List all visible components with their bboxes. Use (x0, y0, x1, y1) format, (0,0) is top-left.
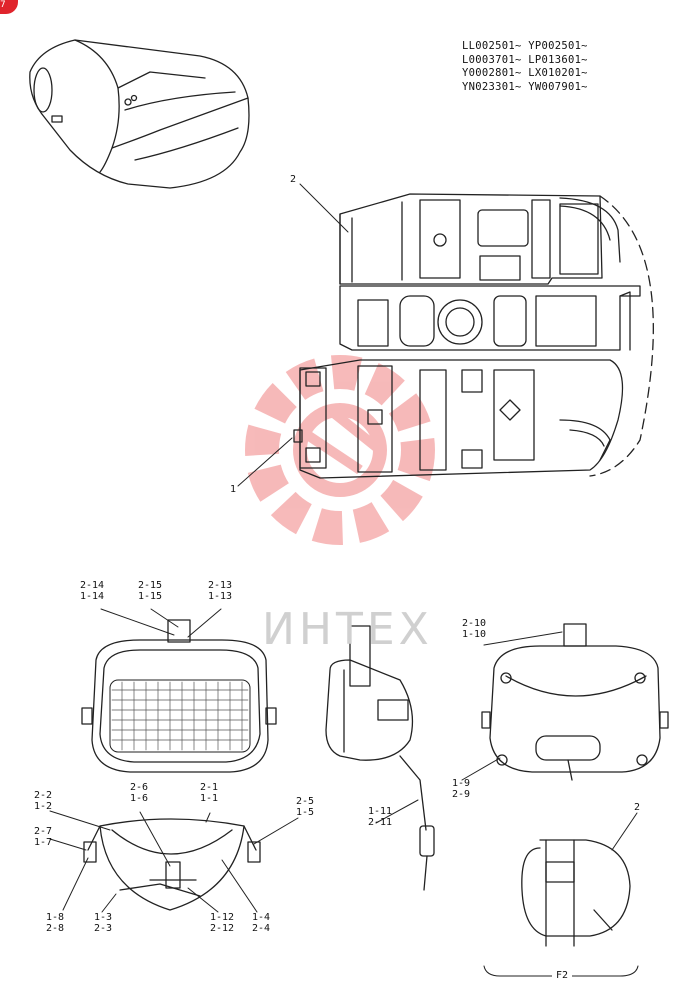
callout-label: 2 (634, 802, 641, 813)
work-lamp-front-view (81, 619, 277, 773)
callout-label: 2 (290, 174, 297, 185)
watermark-gear-icon (245, 355, 435, 545)
frame-assembly (293, 193, 654, 479)
serial-line: Y0002801~ LX010201~ (462, 67, 588, 79)
work-lamp-f2-view (521, 839, 631, 947)
serial-line: L0003701~ LP013601~ (462, 53, 588, 66)
callout-label: 1 (230, 484, 237, 495)
corner-marker: 7 (0, 0, 18, 14)
serial-line: YN023301~ YW007901~ (462, 80, 588, 93)
view-label-f2: F2 (552, 970, 573, 981)
work-lamp-top-view (83, 818, 261, 911)
cover-sketch (29, 39, 250, 189)
work-lamp-rear-view (481, 623, 669, 781)
serial-line: LL002501~ YP002501~ (462, 40, 588, 52)
work-lamp-side-view (325, 625, 435, 891)
serial-number-block: LL002501~ YP002501~ L0003701~ LP013601~ … (462, 40, 588, 94)
watermark-text: ИНТЕХ (262, 604, 433, 655)
callout-leaders (49, 183, 638, 913)
